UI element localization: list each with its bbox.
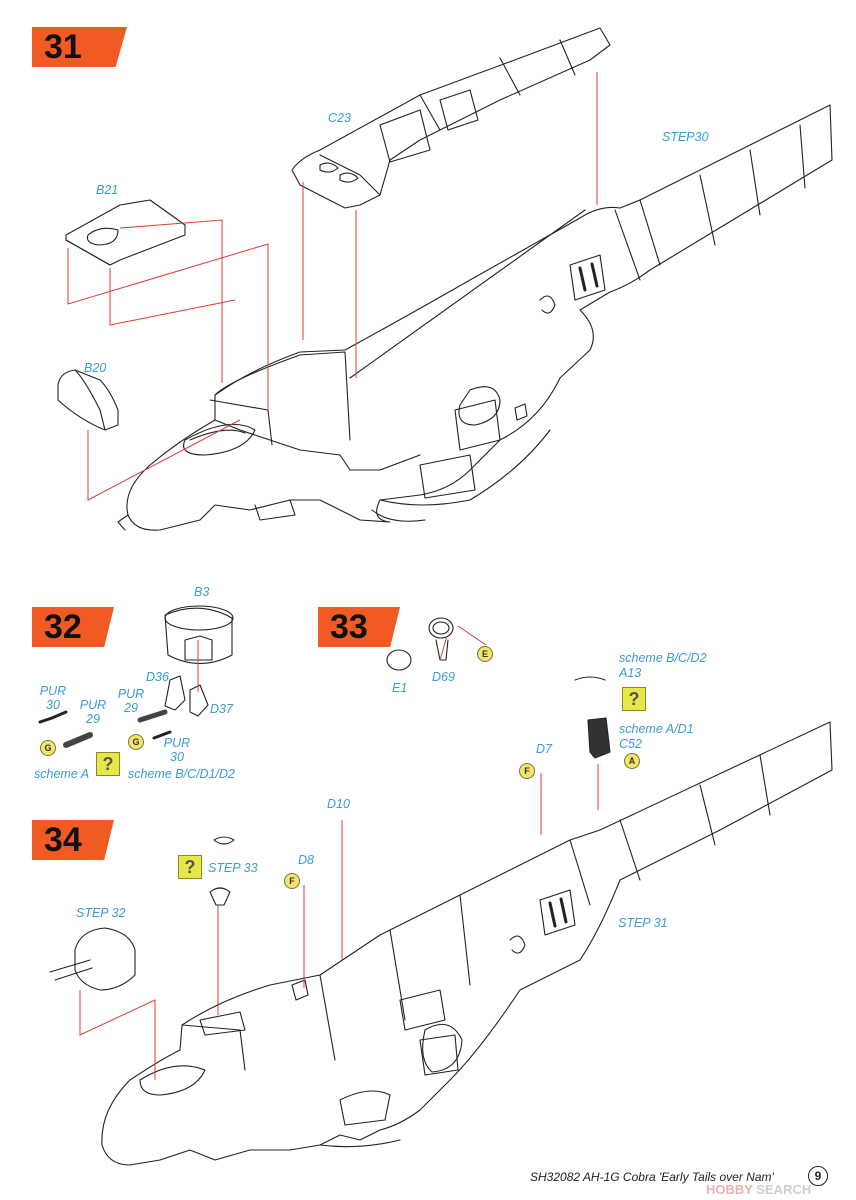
label-pur29-a-line2: 29 [86,712,100,727]
label-step32-ref: STEP 32 [76,906,126,920]
paint-tag-a: A [624,753,640,769]
label-scheme-bcd2: scheme B/C/D2 [619,651,707,665]
step-33-badge: 33 [318,607,400,647]
label-step33-ref: STEP 33 [208,861,258,875]
step-34-number: 34 [44,821,82,859]
watermark-part1: HOBBY [706,1182,753,1197]
step33-parts [386,617,454,671]
paint-tag-g-1: G [40,740,56,756]
label-step30: STEP30 [662,130,709,144]
label-pur29-b-line2: 29 [124,701,138,716]
label-step31-ref: STEP 31 [618,916,668,930]
label-a13: A13 [619,666,642,680]
label-scheme-a: scheme A [34,767,90,781]
paint-tag-f-1: F [519,763,535,779]
label-pur29-a: PUR 29 [76,698,110,727]
label-scheme-ad1: scheme A/D1 [619,722,694,736]
label-pur30-b: PUR 30 [160,736,194,765]
question-icon-step34-a: ? [622,687,646,711]
step-33-number: 33 [330,608,368,646]
label-d37: D37 [210,702,233,716]
part-b21 [65,199,186,266]
page-number: 9 [808,1166,828,1186]
label-pur30-a-line2: 30 [46,698,60,713]
step34-turret [74,927,136,991]
watermark-part2: SEARCH [756,1182,812,1197]
label-pur30-a: PUR 30 [36,684,70,713]
paint-tag-e: E [477,646,493,662]
label-pur29-b-line1: PUR [117,687,145,701]
step34-fuselage [101,721,833,1166]
paint-tag-f-2: F [284,873,300,889]
label-b21: B21 [96,183,119,197]
label-c23: C23 [328,111,351,125]
label-d36: D36 [146,670,169,684]
label-e1: E1 [392,681,408,695]
part-b20 [57,369,119,431]
question-icon-step34-b: ? [178,855,202,879]
footer-kit-title: SH32082 AH-1G Cobra 'Early Tails over Na… [530,1170,774,1184]
step-31-number: 31 [44,28,82,66]
label-d69: D69 [432,670,455,684]
part-c23 [291,27,611,209]
label-d10: D10 [327,797,350,811]
label-pur30-b-line1: PUR [163,736,191,750]
label-pur30-a-line1: PUR [39,684,67,698]
label-scheme-bcd1d2: scheme B/C/D1/D2 [128,767,235,781]
label-c52: C52 [619,737,642,751]
step-34-badge: 34 [32,820,114,860]
step-32-number: 32 [44,608,82,646]
label-b3: B3 [194,585,210,599]
paint-tag-g-2: G [128,734,144,750]
watermark: HOBBY SEARCH [706,1182,811,1197]
label-pur29-a-line1: PUR [79,698,107,712]
step31-fuselage [117,104,833,531]
step-31-badge: 31 [32,27,127,67]
step-32-badge: 32 [32,607,114,647]
label-d8: D8 [298,853,314,867]
label-pur30-b-line2: 30 [170,750,184,765]
label-b20: B20 [84,361,107,375]
label-d7: D7 [536,742,552,756]
question-icon-step32: ? [96,752,120,776]
label-pur29-b: PUR 29 [114,687,148,716]
assembly-guides [67,72,599,1080]
